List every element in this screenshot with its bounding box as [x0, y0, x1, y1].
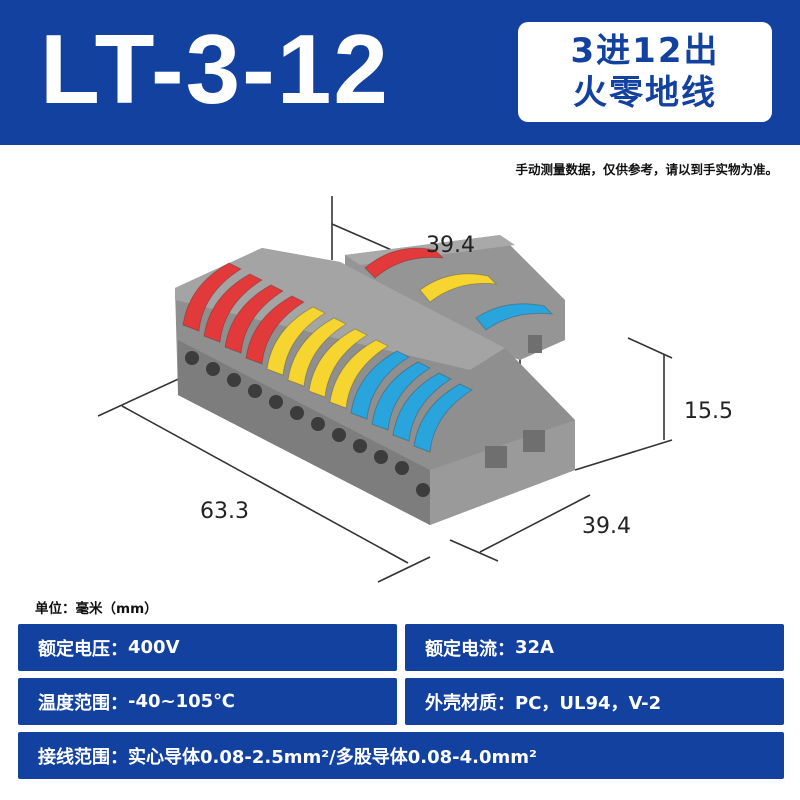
measurement-note: 手动测量数据，仅供参考，请以到手实物为准。 [515, 162, 778, 177]
front-face [178, 340, 430, 525]
spec-wiring: 接线范围： 实心导体0.08-2.5mm²/多股导体0.08-4.0mm² [18, 732, 784, 779]
spec-label: 额定电流： [425, 638, 515, 660]
wire-holes [185, 351, 430, 497]
spec-value: 400V [128, 637, 180, 658]
output-levers [182, 262, 474, 453]
spec-value: 32A [515, 637, 554, 658]
badge-line-2: 火零地线 [573, 73, 717, 113]
model-title: LT-3-12 [40, 14, 390, 124]
upper-housing [345, 235, 565, 360]
badge-line-1: 3进12出 [570, 31, 720, 71]
spec-row: 接线范围： 实心导体0.08-2.5mm²/多股导体0.08-4.0mm² [18, 732, 784, 779]
spec-material: 外壳材质： PC，UL94，V-2 [405, 678, 784, 725]
spec-current: 额定电流： 32A [405, 624, 784, 671]
spec-label: 接线范围： [38, 746, 128, 768]
spec-voltage: 额定电压： 400V [18, 624, 397, 671]
spec-label: 外壳材质： [425, 692, 515, 714]
dim-height: 15.5 [684, 399, 733, 424]
spec-temperature: 温度范围： -40~105℃ [18, 678, 397, 725]
spec-row: 温度范围： -40~105℃ 外壳材质： PC，UL94，V-2 [18, 678, 784, 725]
dim-top: 39.4 [426, 233, 475, 258]
spec-label: 温度范围： [38, 692, 128, 714]
input-levers [364, 247, 554, 331]
spec-row: 额定电压： 400V 额定电流： 32A [18, 624, 784, 671]
header-banner: LT-3-12 3进12出 火零地线 [0, 0, 800, 145]
spec-table: 额定电压： 400V 额定电流： 32A 温度范围： -40~105℃ 外壳材质… [18, 624, 784, 786]
unit-label: 单位：毫米（mm） [35, 601, 158, 617]
spec-label: 额定电压： [38, 638, 128, 660]
spec-value: -40~105℃ [128, 691, 235, 712]
dim-depth: 39.4 [582, 514, 631, 539]
spec-value: PC，UL94，V-2 [515, 692, 662, 714]
dim-length: 63.3 [200, 499, 249, 524]
spec-value: 实心导体0.08-2.5mm²/多股导体0.08-4.0mm² [128, 746, 537, 768]
product-illustration: 39.4 15.5 63.3 39.4 [97, 196, 733, 583]
io-badge: 3进12出 火零地线 [518, 22, 772, 122]
